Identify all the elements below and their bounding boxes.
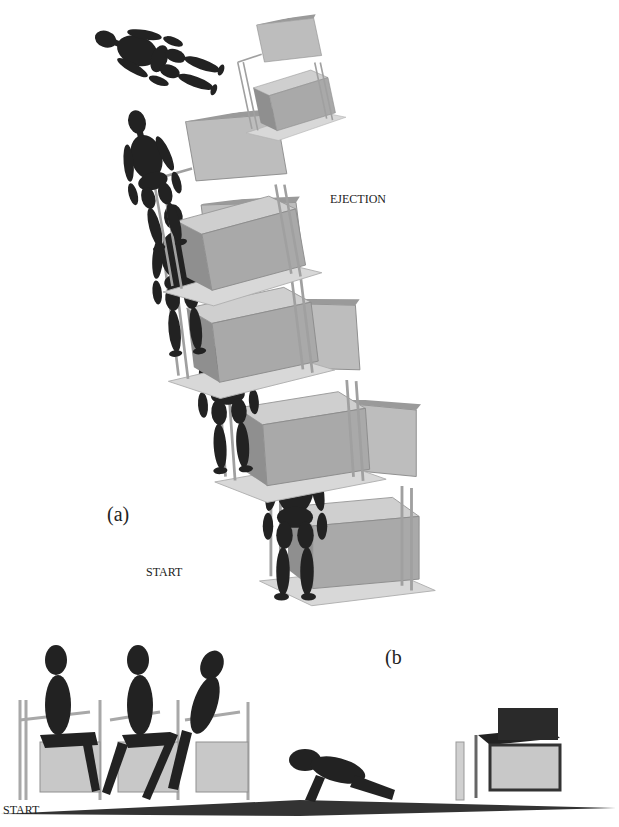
phase-label: EJECTION bbox=[330, 193, 386, 206]
phase-label: START bbox=[146, 566, 182, 579]
side-view bbox=[0, 645, 616, 816]
phase-label: START bbox=[3, 804, 39, 817]
seat-sequence bbox=[87, 8, 436, 605]
panel-label: (b bbox=[385, 646, 402, 668]
panel-label: (a) bbox=[107, 503, 129, 525]
